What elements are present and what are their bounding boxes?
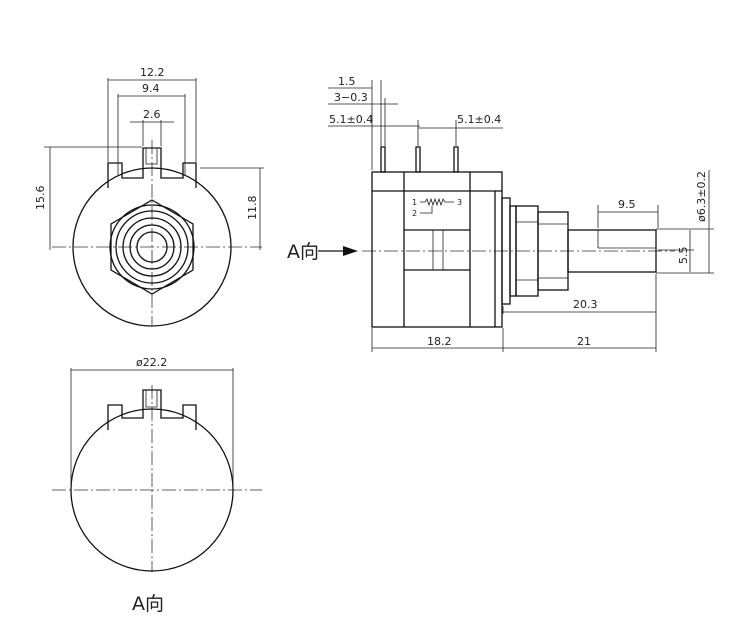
schematic-pin1: 1 xyxy=(412,198,417,207)
dim-diameter: ø22.2 xyxy=(136,356,167,369)
dim-width-inner: 9.4 xyxy=(142,82,160,95)
front-view: 12.2 9.4 2.6 15.6 11.8 xyxy=(34,66,264,327)
schematic-pin2: 2 xyxy=(412,209,417,218)
rear-view: ø22.2 A向 xyxy=(52,356,262,615)
dim-width-outer: 12.2 xyxy=(140,66,165,79)
rear-view-label: A向 xyxy=(132,593,164,615)
dim-pin-pitch-left: 5.1±0.4 xyxy=(329,113,373,126)
dim-tab-width: 2.6 xyxy=(143,108,161,121)
dim-shaft-diameter: ø6.3±0.2 xyxy=(695,171,708,222)
dim-height-body: 11.8 xyxy=(246,196,259,221)
dim-shaft-length: 20.3 xyxy=(573,298,598,311)
dim-overall-shaft: 21 xyxy=(577,335,591,348)
dim-height-total: 15.6 xyxy=(34,186,47,211)
dim-flat-height: 5.5 xyxy=(677,247,690,265)
dim-shaft-flat: 9.5 xyxy=(618,198,636,211)
side-arrow-label: A向 xyxy=(287,241,319,263)
schematic-pin3: 3 xyxy=(457,198,462,207)
dim-body-length: 18.2 xyxy=(427,335,452,348)
side-view: A向 1 2 3 xyxy=(287,75,714,352)
dim-pin-width: 3−0.3 xyxy=(334,91,368,104)
dim-pin-pitch-right: 5.1±0.4 xyxy=(457,113,501,126)
dim-pin-thickness: 1.5 xyxy=(338,75,356,88)
